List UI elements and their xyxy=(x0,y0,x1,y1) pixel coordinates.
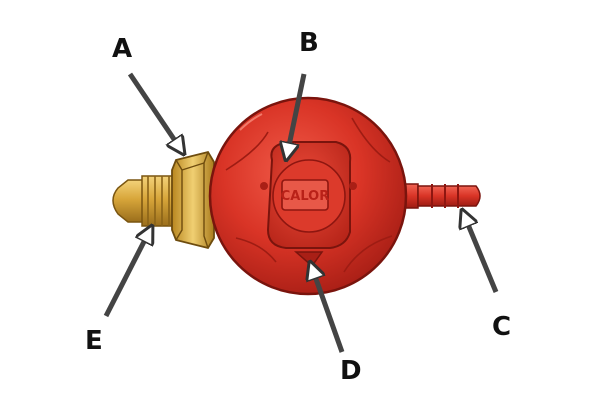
arrow-d xyxy=(310,262,345,353)
regulator-cap: CALOR xyxy=(260,141,357,249)
label-a: A xyxy=(112,34,133,64)
arrow-b xyxy=(286,73,307,160)
label-c: C xyxy=(492,312,512,342)
label-e: E xyxy=(85,326,103,356)
arrow-e xyxy=(103,226,152,318)
brass-hex-nut xyxy=(171,150,215,250)
red-hose-spigot xyxy=(397,183,481,209)
arrow-c xyxy=(462,210,499,293)
label-d: D xyxy=(340,356,362,386)
brand-label: CALOR xyxy=(281,189,329,204)
arrow-a xyxy=(127,72,184,154)
brand-plate xyxy=(281,179,329,211)
label-b: B xyxy=(299,28,319,58)
